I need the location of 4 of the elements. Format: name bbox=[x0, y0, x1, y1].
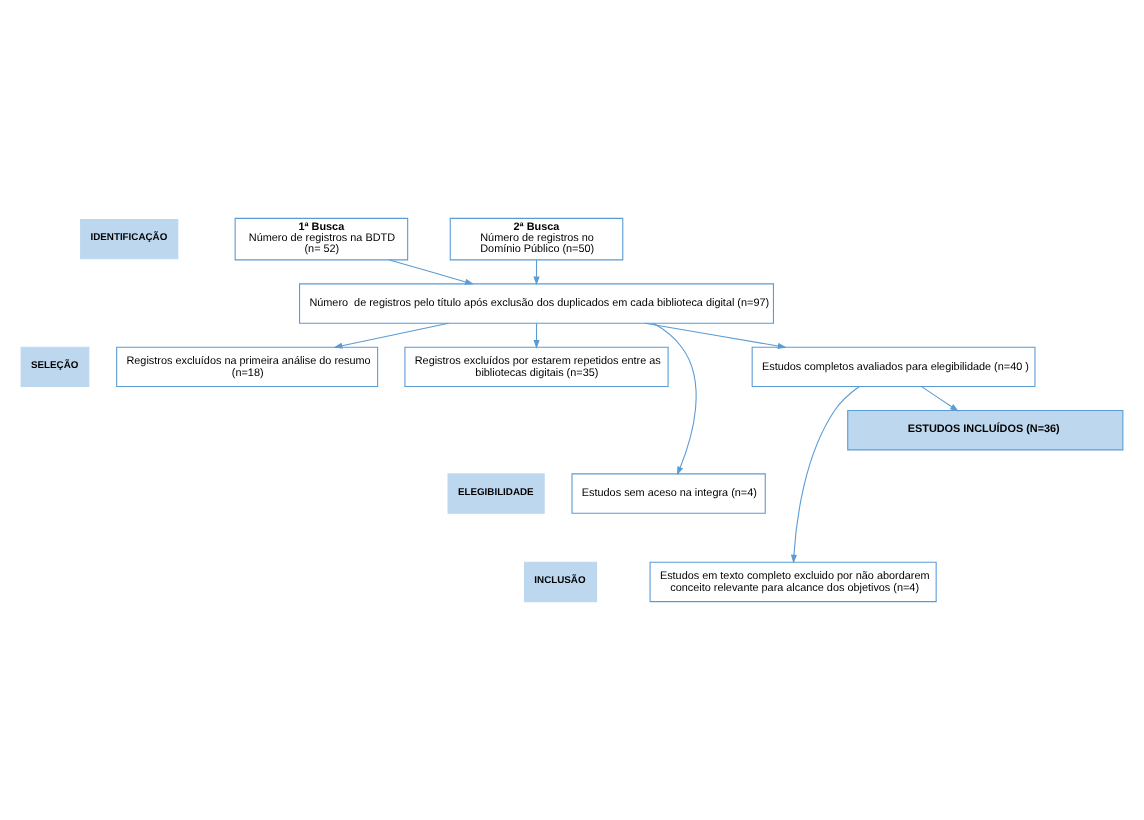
arrow bbox=[652, 322, 697, 476]
arrow bbox=[644, 322, 787, 349]
arrow bbox=[921, 386, 959, 412]
arrow bbox=[388, 259, 474, 285]
